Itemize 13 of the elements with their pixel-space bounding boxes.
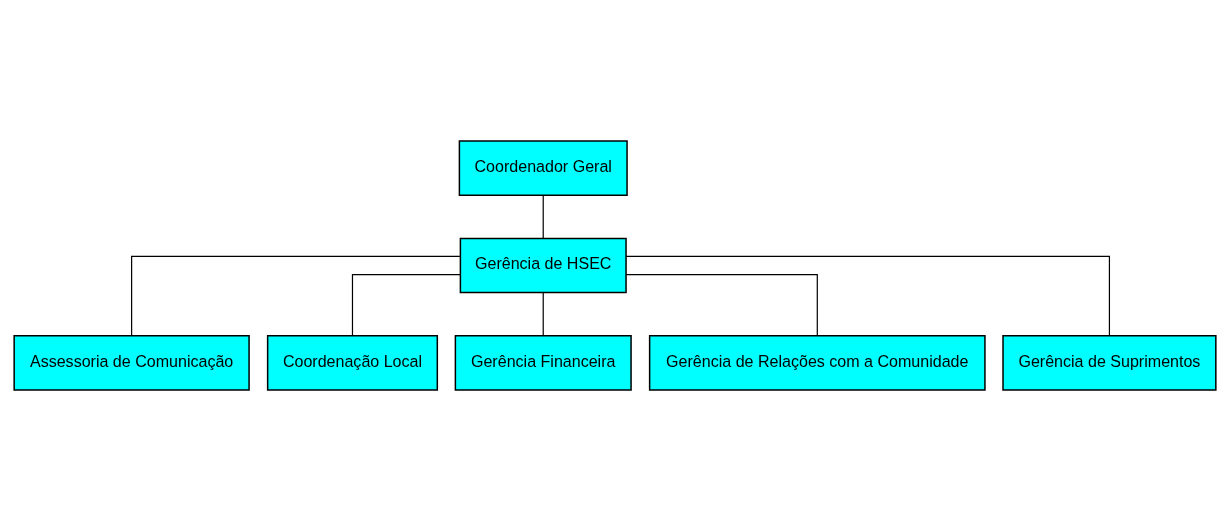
connector	[351, 273, 461, 336]
node-box: Assessoria de Comunicação	[13, 334, 250, 391]
node-box: Gerência de Suprimentos	[1002, 334, 1217, 391]
node-box: Gerência Financeira	[454, 334, 632, 391]
node-box: Gerência de HSEC	[459, 237, 627, 293]
node-box: Coordenação Local	[266, 334, 439, 391]
connector	[542, 291, 544, 336]
connector	[542, 194, 544, 239]
connector	[625, 273, 818, 336]
node-box: Gerência de Relações com a Comunidade	[648, 334, 986, 391]
node-box: Coordenador Geral	[458, 139, 628, 196]
connector	[131, 255, 461, 336]
connector	[625, 255, 1110, 336]
